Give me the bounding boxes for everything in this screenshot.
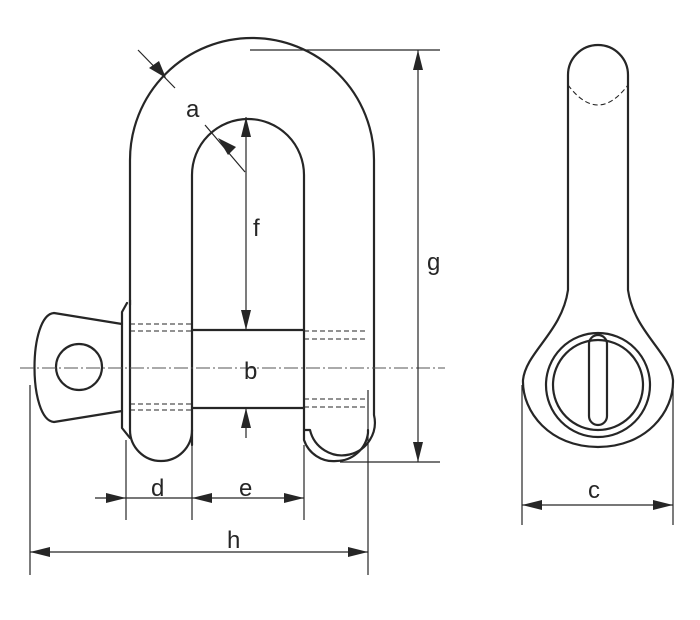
dim-e-arrow-left (192, 493, 212, 503)
label-f: f (253, 215, 260, 242)
hidden-pin-lines-left (130, 323, 192, 411)
dim-g-arrow-top (413, 50, 423, 70)
label-h: h (227, 527, 240, 554)
label-a: a (186, 96, 200, 123)
side-view-hidden-arc (567, 84, 629, 106)
dim-a-arrow-outer (149, 61, 166, 78)
label-e: e (239, 475, 252, 502)
dim-f-arrow-bottom (241, 310, 251, 330)
pin-eye-hole (54, 342, 104, 392)
shackle-bow-inner (190, 117, 370, 463)
shackle-front-view (33, 36, 376, 463)
pin-head-outer (544, 331, 652, 439)
pin-collar (120, 301, 132, 440)
dim-a-arrow-inner (218, 138, 236, 155)
dimension-labels: a f b g d e h c (151, 96, 600, 554)
dim-f-arrow-top (241, 117, 251, 137)
dim-e-arrow-right (284, 493, 304, 503)
dimension-lines (30, 49, 673, 557)
pin-head-slot (587, 333, 609, 427)
dim-g-arrow-bottom (413, 442, 423, 462)
pin-eye-outline (33, 311, 124, 424)
shackle-bow-outline (128, 36, 376, 457)
pin-shaft (190, 328, 306, 410)
dim-c-arrow-left (522, 500, 542, 510)
dim-d-arrow-left (106, 493, 126, 503)
left-leg-bottom (128, 298, 194, 463)
shackle-side-view (521, 43, 675, 449)
dim-h-arrow-left (30, 547, 50, 557)
label-g: g (427, 249, 440, 276)
dim-h-arrow-right (348, 547, 368, 557)
label-d: d (151, 475, 164, 502)
side-view-outline (521, 43, 675, 449)
pin-head-inner (551, 338, 645, 432)
dim-c-arrow-right (653, 500, 673, 510)
hidden-pin-lines-right (304, 330, 368, 408)
label-b: b (244, 358, 257, 385)
dim-b-arrow (241, 408, 251, 428)
label-c: c (588, 477, 600, 504)
extension-lines (29, 49, 674, 575)
